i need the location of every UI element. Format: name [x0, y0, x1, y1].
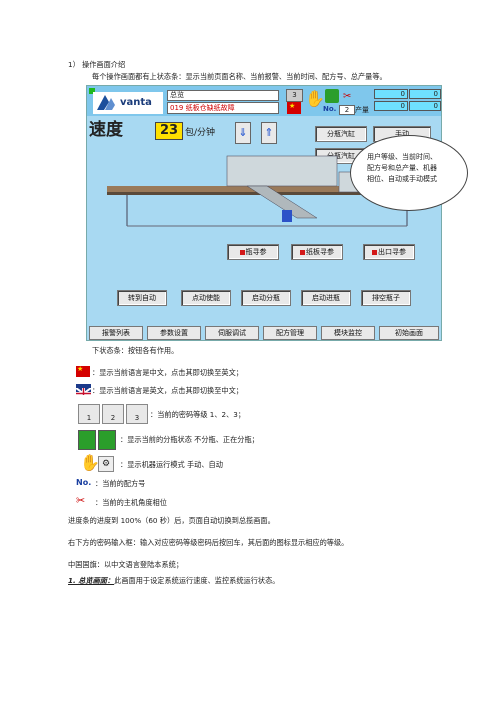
key-level-1-icon: 1	[78, 404, 100, 424]
tab-module-monitor[interactable]: 模块监控	[321, 326, 375, 340]
auto-mode-icon: ⚙	[98, 456, 114, 472]
key-level-2-icon: 2	[102, 404, 124, 424]
status-led	[89, 88, 95, 94]
desc-intro: 下状态条：按钮各有作用。	[92, 346, 179, 355]
screen-title: 总览	[167, 90, 279, 101]
tab-parameters[interactable]: 参数设置	[147, 326, 201, 340]
vanta-logo-icon	[97, 95, 115, 110]
split-cylinder-button[interactable]: 分瓶汽缸	[315, 126, 367, 142]
desc-mode: ：显示机器运行模式 手动、自动	[120, 460, 223, 469]
no-split-icon	[78, 430, 96, 450]
output-label: 产量	[355, 106, 369, 114]
tab-alarm-list[interactable]: 报警列表	[89, 326, 143, 340]
start-feed-button[interactable]: 启动进瓶	[301, 290, 351, 306]
callout-line-1: 用户等级、当前时间、	[367, 153, 437, 161]
intro-text: 每个操作画面都有上状态条：显示当前页面名称、当前报警、当前时间、配方号、总产量等…	[92, 72, 387, 81]
recipe-icon: No.	[76, 478, 92, 487]
desc-recipe: ：当前的配方号	[95, 479, 146, 488]
callout-line-3: 相位、自动或手动模式	[367, 175, 437, 183]
overview-desc: 此画面用于设定系统运行速度、监控系统运行状态。	[114, 576, 280, 585]
logo-text: vanta	[120, 97, 152, 108]
desc-chinese: ：显示当前语言是中文，点击其即切换至英文；	[92, 368, 243, 377]
speed-down-arrow-icon[interactable]: ⇓	[235, 122, 251, 144]
china-flag-icon: ★	[76, 365, 90, 377]
callout-bubble: 用户等级、当前时间、 配方号和总产量、机器 相位、自动或手动模式	[350, 135, 468, 211]
logo-box: vanta	[93, 92, 163, 114]
counter-1: 0	[374, 89, 408, 99]
para-password: 右下方的密码输入框：输入对应密码等级密码后按回车，其后面的图标显示相应的等级。	[68, 538, 349, 547]
start-split-button[interactable]: 启动分瓶	[241, 290, 291, 306]
tab-initial-screen[interactable]: 初始画面	[379, 326, 439, 340]
uk-flag-icon	[76, 384, 91, 395]
counter-3: 0	[374, 101, 408, 111]
counter-4: 0	[409, 101, 441, 111]
china-flag-icon[interactable]: ★	[287, 102, 301, 114]
desc-phase: ：当前的主机角度相位	[95, 498, 167, 507]
para-china-flag: 中国国旗：以中文语言登陆本系统；	[68, 560, 184, 569]
split-status-icon	[325, 89, 339, 103]
counter-2: 0	[409, 89, 441, 99]
empty-bottles-button[interactable]: 排空瓶子	[361, 290, 411, 306]
recipe-label: No.	[323, 105, 337, 113]
jog-enable-button[interactable]: 点动使能	[181, 290, 231, 306]
desc-split: ：显示当前的分瓶状态 不分瓶、正在分瓶；	[120, 435, 259, 444]
para-overview: 1. 总览画面：此画面用于设定系统运行速度、监控系统运行状态。	[68, 576, 280, 585]
hand-mode-icon: ✋	[305, 89, 325, 108]
tab-recipe-management[interactable]: 配方管理	[263, 326, 317, 340]
phase-icon: ✂	[343, 91, 352, 102]
splitting-icon	[98, 430, 116, 450]
desc-keys: ：当前的密码等级 1、2、3；	[150, 410, 246, 419]
speed-value[interactable]: 23	[155, 122, 183, 140]
speed-unit: 包/分钟	[185, 128, 216, 138]
speed-up-arrow-icon[interactable]: ⇑	[261, 122, 277, 144]
recipe-number: 2	[339, 105, 355, 115]
callout-line-2: 配方号和总产量、机器	[367, 164, 437, 172]
seek-bottle-button[interactable]: 瓶寻参	[227, 244, 279, 260]
seek-paper-button[interactable]: 纸板寻参	[291, 244, 343, 260]
tab-servo-debug[interactable]: 伺服调试	[205, 326, 259, 340]
speed-label: 速度	[89, 120, 123, 140]
seek-outlet-button[interactable]: 出口寻参	[363, 244, 415, 260]
phase-icon: ✂	[76, 494, 86, 507]
to-auto-button[interactable]: 转到自动	[117, 290, 167, 306]
hmi-screen: vanta 总览 019 纸板仓缺纸故障 ★ 3 ✋ ✂ No. 2 产量 0 …	[86, 85, 442, 341]
section-heading: 1） 操作画面介绍	[68, 60, 126, 69]
key-level-3-icon: 3	[126, 404, 148, 424]
key-level-icon[interactable]: 3	[286, 89, 303, 102]
overview-title: 1. 总览画面：	[68, 576, 115, 585]
alarm-text[interactable]: 019 纸板仓缺纸故障	[167, 102, 279, 114]
desc-english: ：显示当前语言是英文，点击其即切换至中文；	[92, 386, 243, 395]
para-progress: 进度条的进度到 100%（60 秒）后，页面自动切换到总揽画面。	[68, 516, 275, 525]
hand-mode-icon: ✋	[80, 453, 100, 472]
